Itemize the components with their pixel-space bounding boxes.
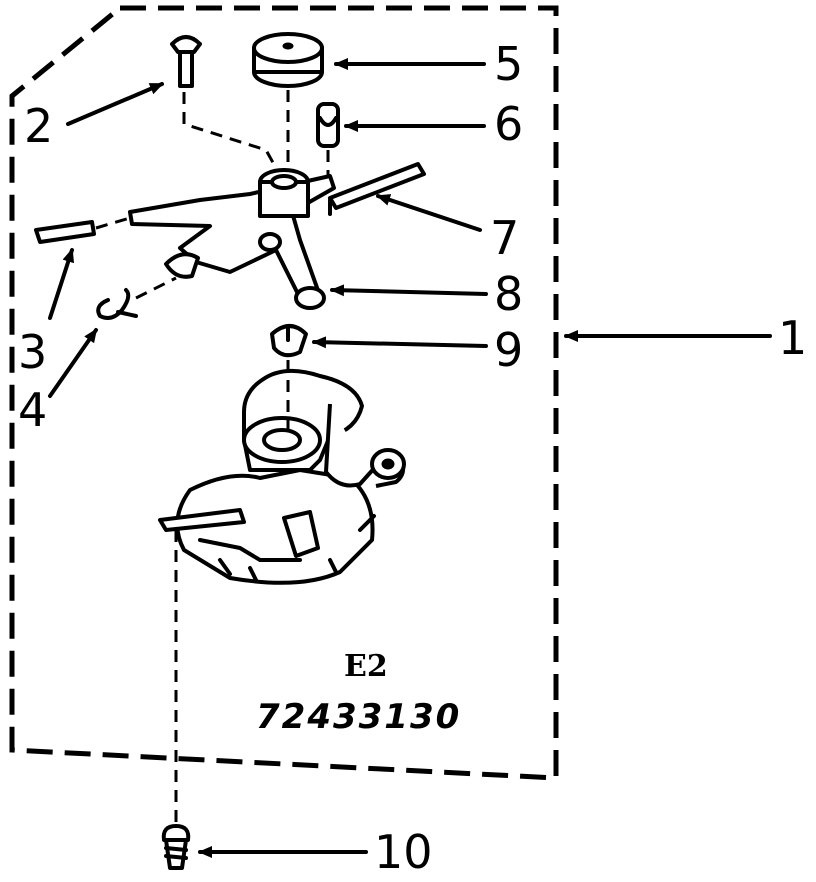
- assembly-boundary-frame: [9, 5, 559, 781]
- callout-2: 2: [24, 99, 53, 153]
- callout-1: 1: [778, 311, 807, 365]
- leader-arrow-8: [330, 284, 488, 297]
- leader-arrow-4: [48, 328, 98, 398]
- callout-9: 9: [494, 323, 523, 377]
- part-7-rod: [328, 162, 426, 216]
- part-4-spring-clip: [96, 288, 138, 320]
- assembly-code: E2: [344, 649, 388, 684]
- leader-arrow-2: [66, 82, 164, 126]
- part-9-cam-washer: [270, 324, 308, 358]
- part-number: 72433130: [256, 697, 461, 737]
- callout-3: 3: [18, 325, 47, 379]
- callout-5: 5: [494, 37, 523, 91]
- leader-arrow-3: [48, 248, 75, 320]
- callout-7: 7: [490, 211, 519, 265]
- part-10-screw: [161, 824, 191, 870]
- part-3-key: [34, 220, 96, 244]
- pump-housing: [158, 368, 406, 585]
- assembly-guide-lines: [95, 90, 330, 826]
- callout-10: 10: [374, 825, 433, 879]
- part-5-pulley: [252, 32, 324, 88]
- leader-arrow-7: [376, 194, 482, 232]
- part-8-arm-assembly: [128, 168, 336, 310]
- part-2-pin: [170, 35, 202, 88]
- callout-6: 6: [494, 97, 523, 151]
- leader-arrow-9: [312, 336, 488, 349]
- callout-labels: 1 2 3 4 5 6 7 8 9 10: [18, 37, 807, 879]
- callout-8: 8: [494, 267, 523, 321]
- callout-arrows: [48, 58, 772, 858]
- callout-4: 4: [18, 383, 47, 437]
- part-6-bushing: [316, 102, 340, 148]
